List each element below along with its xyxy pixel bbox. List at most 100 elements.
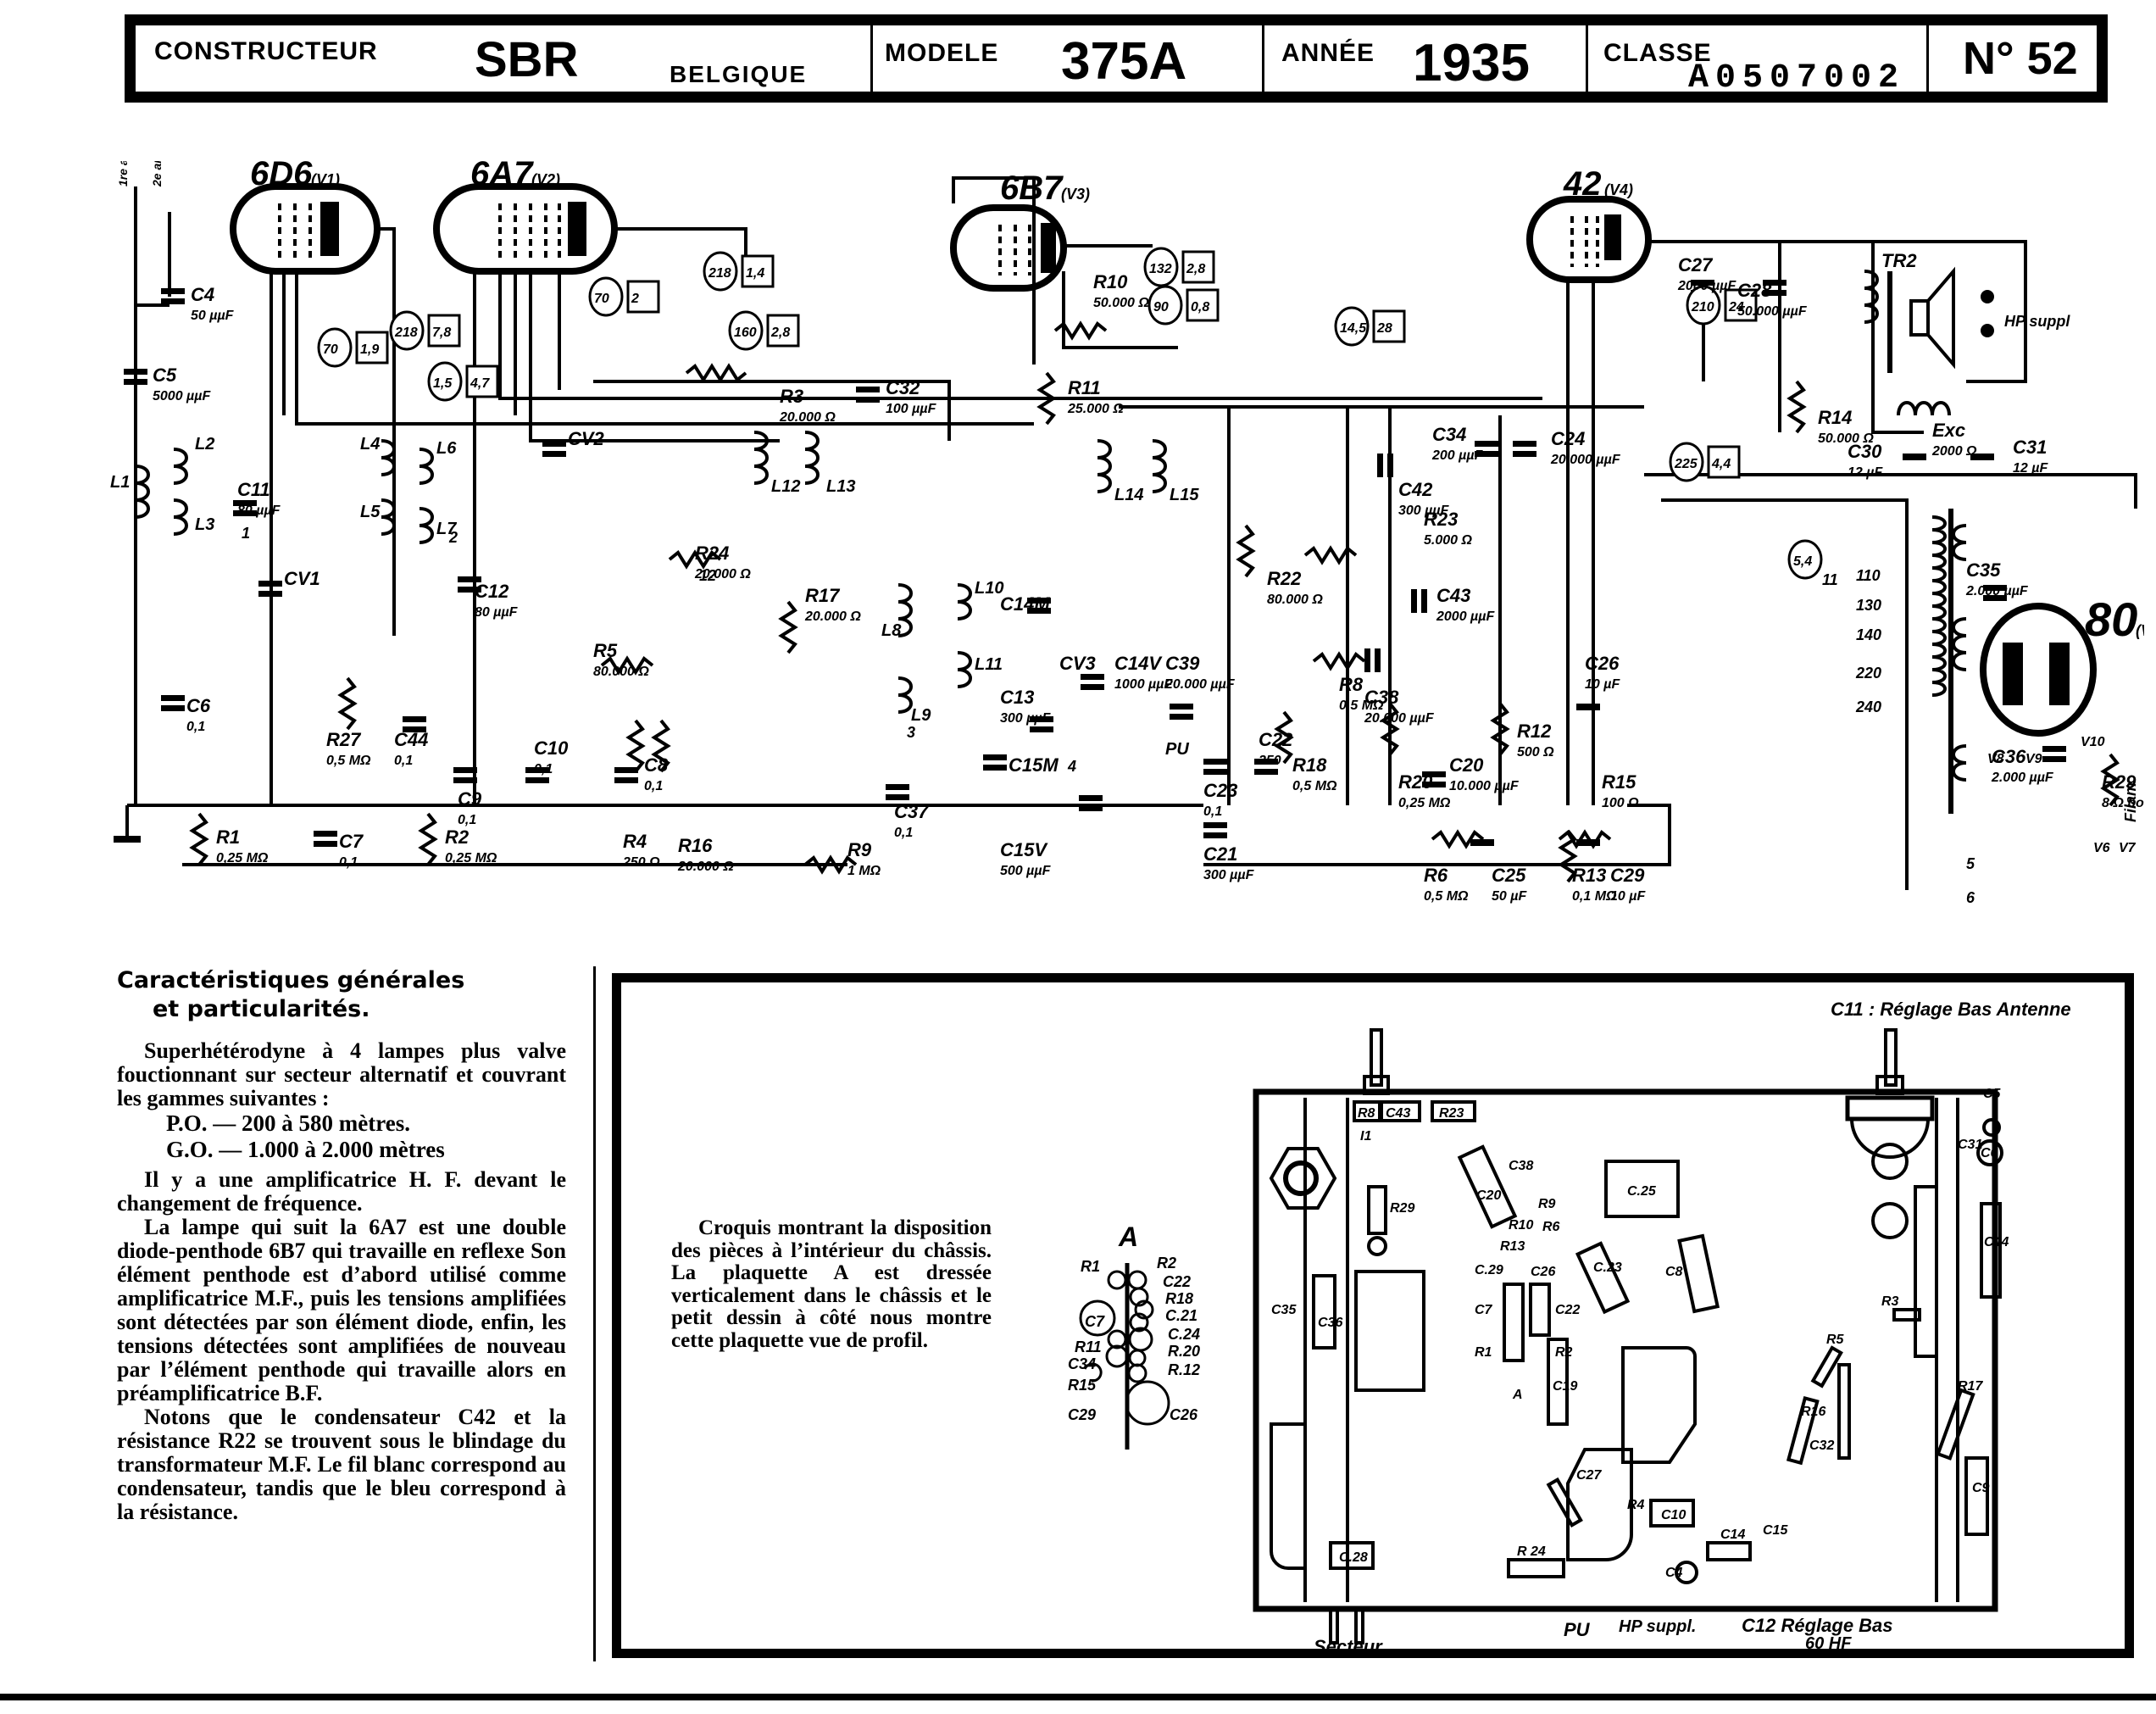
coil-l6	[419, 448, 434, 485]
part-c27	[1546, 1477, 1583, 1528]
chassis-label-c29: C.29	[1475, 1263, 1503, 1277]
resistor-r5	[600, 655, 654, 676]
part-trimmer-block	[1914, 1185, 1938, 1358]
label-c43: C43	[1436, 585, 1470, 606]
chassis-label-c23: C.23	[1593, 1260, 1622, 1275]
current-marker	[1372, 309, 1406, 343]
plaquette-label-r12: R.12	[1168, 1361, 1200, 1378]
voltage-marker	[1669, 442, 1704, 482]
chassis-label-c31: C31	[1958, 1138, 1982, 1152]
value-r9: 1 MΩ	[847, 864, 881, 878]
value-c11: 80 µµF	[237, 504, 281, 518]
label-c15m: C15M	[1009, 754, 1059, 776]
range-go: G.O. — 1.000 à 2.000 mètres	[166, 1137, 445, 1162]
capacitor-c37	[886, 784, 909, 790]
part-r16	[1786, 1395, 1820, 1466]
resistor-r12	[1490, 702, 1510, 756]
tube-ref-6d6: (V1)	[311, 171, 340, 188]
coil-l5	[381, 498, 396, 536]
part-c5	[1982, 1118, 2001, 1137]
coil-l3	[173, 498, 188, 536]
chassis-label-r8: R8	[1358, 1106, 1375, 1121]
chassis-label-r6: R6	[1542, 1220, 1560, 1234]
chassis-label-r3: R3	[1881, 1294, 1899, 1309]
voltage-value: 70	[594, 292, 609, 306]
capacitor-c35	[1983, 585, 2007, 591]
voltage-marker	[1787, 539, 1823, 580]
label-c42: C42	[1398, 479, 1433, 500]
voltage-marker	[1686, 285, 1721, 326]
mains-tap-140: 140	[1856, 626, 1881, 643]
part-c8	[1677, 1233, 1720, 1314]
value-c28: 50.000 µµF	[1737, 304, 1808, 319]
label-c44: C44	[394, 729, 428, 750]
chassis-label-c10: C10	[1661, 1508, 1686, 1522]
plaquette-label-c21: C.21	[1165, 1307, 1197, 1324]
capacitor-c32	[856, 387, 880, 392]
coil-l4	[381, 439, 396, 476]
coil-label-l1: L1	[110, 473, 130, 492]
resistor-r15	[1558, 829, 1578, 883]
label-r27: R27	[326, 729, 362, 750]
label-c6: C6	[186, 695, 211, 716]
label-c10: C10	[534, 737, 569, 759]
current-marker	[355, 331, 389, 365]
modele-cell: MODELE 375A	[873, 25, 1264, 92]
value-r13: 0,1 MΩ	[1572, 889, 1617, 904]
plaquette-label-c7: C7	[1085, 1313, 1105, 1330]
chassis-label-c14: C14	[1720, 1528, 1745, 1542]
chassis-label-c6: C6	[1981, 1146, 1998, 1160]
label-c21: C21	[1203, 843, 1237, 865]
label-r14: R14	[1818, 407, 1852, 428]
capacitor-c43	[1411, 589, 1417, 613]
value-r18: 0,5 MΩ	[1292, 779, 1337, 793]
tube-ref-6a7: (V2)	[531, 171, 560, 188]
capacitor-c23	[1203, 759, 1227, 765]
capacitor-c5	[124, 369, 147, 375]
features-hf: Il y a une amplificatrice H. F. devant l…	[117, 1167, 566, 1216]
title-block: CONSTRUCTEUR SBR BELGIQUE MODELE 375A AN…	[125, 14, 2108, 103]
capacitor-c21	[1203, 822, 1227, 828]
label-r23: R23	[1424, 509, 1458, 530]
value-c13: 300 µµF	[1000, 711, 1052, 726]
label-c8: C8	[644, 754, 669, 776]
mains-tap-130: 130	[1856, 597, 1881, 614]
label-c5: C5	[153, 365, 177, 386]
part-c43	[1380, 1100, 1421, 1122]
value-c36: 2.000 µµF	[1991, 771, 2054, 785]
coil-l13	[804, 431, 820, 485]
pickup-input-label: PU	[1165, 740, 1189, 759]
voltage-marker	[427, 361, 463, 402]
value-r27: 0,5 MΩ	[326, 754, 371, 768]
part-c27-can	[1566, 1448, 1633, 1561]
plaquette-label-c29: C29	[1068, 1406, 1096, 1423]
filament-label: Filam	[2122, 782, 2139, 822]
chassis-label-r5: R5	[1826, 1333, 1845, 1347]
resistor-r9	[803, 854, 858, 875]
coil-l10	[957, 583, 972, 620]
resistor-r24	[668, 549, 722, 570]
classe-label: CLASSE	[1603, 39, 1712, 67]
value-c37: 0,1	[894, 826, 913, 840]
resistor-r17	[778, 600, 798, 654]
annee-cell: ANNÉE 1935	[1264, 25, 1588, 92]
country: BELGIQUE	[670, 61, 808, 87]
label-cv1: CV1	[284, 568, 320, 589]
current-marker	[741, 254, 775, 288]
label-r4: R4	[623, 831, 647, 852]
volume-shaft	[1370, 1028, 1383, 1087]
range-po: P.O. — 200 à 580 mètres.	[166, 1110, 410, 1136]
value-c7: 0,1	[339, 855, 358, 870]
lamp-v10: V10	[2081, 735, 2105, 749]
label-r9: R9	[847, 839, 872, 860]
value-c6: 0,1	[186, 720, 205, 734]
current-value: 1,4	[746, 266, 764, 281]
label-r13: R13	[1572, 865, 1606, 886]
label-c4: C4	[191, 284, 214, 305]
label-c24: C24	[1551, 428, 1585, 449]
label-c37: C37	[894, 801, 930, 822]
chassis-label-a: A	[1512, 1388, 1523, 1402]
tuning-shaft	[1884, 1028, 1898, 1087]
capacitor-c10	[525, 767, 549, 773]
